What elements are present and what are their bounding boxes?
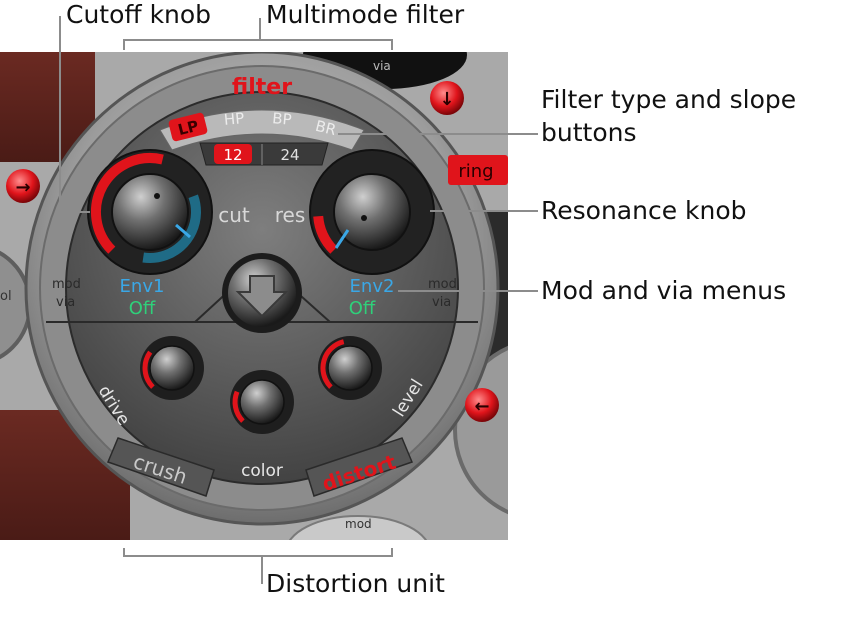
resonance-mod-indicator [334, 229, 350, 249]
mod-menu-right[interactable]: Env2 [350, 276, 395, 297]
drive-knob[interactable] [140, 336, 204, 400]
level-value-arc [320, 339, 345, 389]
arrow-down-small-icon: ↓ [439, 89, 454, 110]
hp-button[interactable]: HP [223, 109, 245, 129]
type-button-band [159, 109, 365, 151]
color-value-arc [232, 390, 245, 423]
bp-button[interactable]: BP [271, 109, 292, 129]
top-via-label: via [373, 59, 391, 73]
callout-distortion-unit: Distortion unit [266, 569, 445, 598]
arrow-left-icon: ← [474, 396, 489, 417]
plugin-crop: ol via mod filter LP HP BP BR 12 2 [0, 52, 508, 588]
right-arrow-button[interactable]: ← [465, 388, 499, 422]
resonance-knob[interactable] [309, 149, 435, 275]
lp-button[interactable]: LP [168, 112, 208, 142]
arrow-right-icon: → [15, 177, 30, 198]
distortion-bracket [123, 548, 393, 557]
callout-mod-via-menus: Mod and via menus [541, 276, 787, 305]
left-arrow-button[interactable]: → [6, 169, 40, 203]
via-menu-right[interactable]: Off [349, 298, 376, 319]
multimode-bracket [123, 39, 393, 50]
callout-multimode-filter: Multimode filter [266, 0, 465, 29]
res-label: res [275, 203, 306, 227]
cutoff-callout-line [59, 16, 90, 213]
lp-label: LP [176, 117, 200, 139]
cutoff-knob[interactable] [87, 149, 213, 275]
color-label: color [241, 461, 283, 481]
cutoff-value-arc [90, 153, 164, 254]
ring-button[interactable]: ring [448, 155, 508, 185]
top-right-red-button[interactable]: ↓ [430, 81, 464, 115]
via-right-label: via [432, 295, 451, 310]
type-buttons: LP HP BP BR [168, 109, 338, 142]
color-knob[interactable] [230, 370, 294, 434]
callout-resonance-knob: Resonance knob [541, 196, 747, 225]
slope-24-button[interactable]: 24 [280, 146, 299, 164]
cutoff-mod-indicator [175, 223, 191, 239]
callout-filter-type-line1: Filter type and slope [541, 85, 797, 114]
mod-menu-left[interactable]: Env1 [120, 276, 165, 297]
level-knob[interactable] [318, 336, 382, 400]
resonance-value-arc [313, 215, 338, 254]
callout-filter-type-line2: buttons [541, 118, 637, 147]
bottom-mod-dial[interactable] [286, 515, 430, 588]
slope-12-button[interactable]: 12 [214, 144, 252, 164]
arrow-down-icon [235, 275, 289, 318]
ring-label: ring [458, 161, 493, 182]
arrow-down-button[interactable] [222, 253, 302, 333]
drive-value-arc [142, 350, 155, 389]
filter-title: filter [232, 75, 292, 100]
slope-12-label: 12 [223, 146, 242, 164]
via-menu-left[interactable]: Off [129, 298, 156, 319]
callout-lines [59, 16, 538, 584]
mod-left-label: mod [52, 277, 81, 292]
left-partial-label: ol [0, 289, 12, 304]
br-button[interactable]: BR [314, 117, 338, 139]
mod-right-label: mod [428, 277, 457, 292]
bottom-mod-label: mod [345, 517, 372, 531]
via-left-label: via [56, 295, 75, 310]
cutoff-mod-arc [99, 161, 201, 263]
callout-cutoff-knob: Cutoff knob [66, 0, 212, 29]
cut-label: cut [218, 203, 250, 227]
